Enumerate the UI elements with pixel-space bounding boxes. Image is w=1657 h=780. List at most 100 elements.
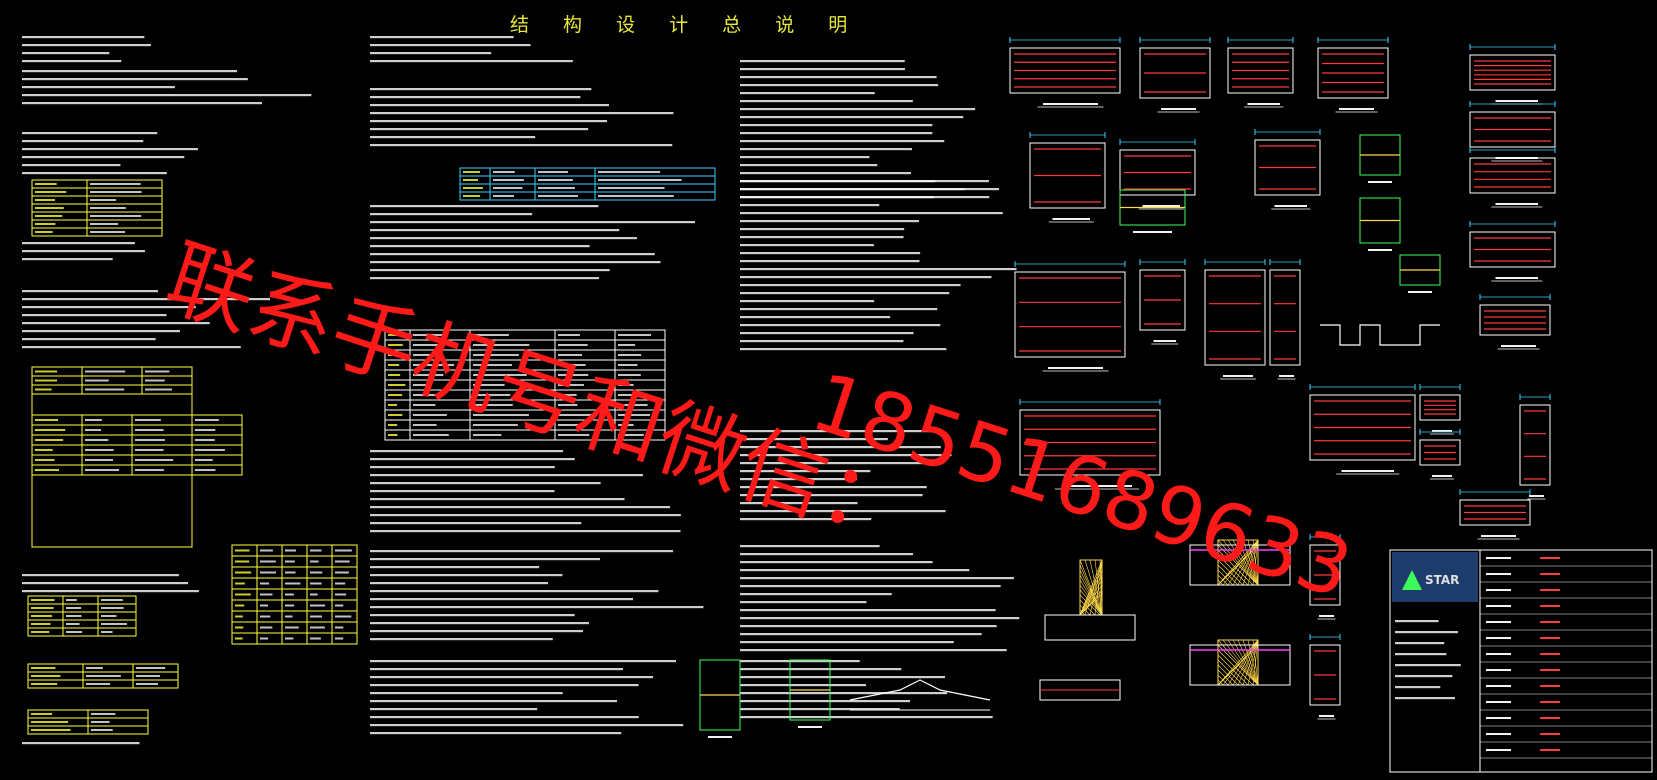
table-cell-text bbox=[101, 615, 117, 617]
detail-wall-plan-caption bbox=[1048, 367, 1103, 369]
company-logo-mark bbox=[1402, 570, 1422, 590]
detail-beam-3 bbox=[1469, 157, 1556, 194]
table-cell-text bbox=[618, 354, 642, 356]
table-cell-text bbox=[388, 414, 403, 416]
table-cell-text bbox=[310, 604, 326, 607]
table-cell-text bbox=[285, 549, 297, 552]
table-cell-text bbox=[310, 582, 322, 585]
notes-text-line bbox=[1395, 653, 1447, 656]
table-cell-text bbox=[66, 615, 82, 617]
table-cell-text bbox=[85, 469, 120, 471]
table-cell-text bbox=[473, 344, 530, 346]
detail-beam-column-1-caption bbox=[1339, 108, 1374, 110]
detail-beam-column-1 bbox=[1317, 47, 1389, 99]
notes-text-line bbox=[370, 724, 684, 727]
notes-text-line bbox=[370, 261, 661, 264]
notes-text-line bbox=[740, 684, 867, 687]
detail-small-connection-1-caption bbox=[1432, 430, 1452, 432]
table-cell-text bbox=[473, 434, 502, 436]
table-cell-text bbox=[101, 607, 124, 609]
table-cell-text bbox=[260, 626, 273, 629]
load-table bbox=[31, 179, 163, 237]
detail-hatched-beam-1-hatch-line bbox=[1242, 539, 1259, 586]
table-cell-text bbox=[335, 593, 347, 596]
notes-text-line bbox=[740, 660, 860, 663]
detail-slab-connection bbox=[1459, 499, 1531, 526]
detail-beam-1 bbox=[1469, 54, 1556, 91]
table-cell-text bbox=[260, 593, 273, 596]
table-cell-text bbox=[388, 384, 406, 386]
table-cell-text bbox=[90, 223, 119, 225]
table-cell-text bbox=[195, 469, 216, 471]
table-cell-text bbox=[388, 394, 403, 396]
notes-text-line bbox=[370, 96, 581, 99]
rebar-table-1 bbox=[27, 595, 137, 637]
title-block-label bbox=[1486, 701, 1511, 703]
title-block-value bbox=[1540, 717, 1560, 719]
notes-text-line bbox=[370, 237, 637, 240]
notes-text-line bbox=[740, 228, 905, 231]
notes-text-line bbox=[370, 269, 610, 272]
detail-beam-section-2 bbox=[1309, 644, 1341, 706]
table-cell-text bbox=[285, 571, 296, 574]
table-cell-text bbox=[413, 354, 432, 356]
table-cell-text bbox=[310, 571, 323, 574]
table-cell-text bbox=[31, 721, 69, 723]
detail-hatched-beam-2-hatch-line bbox=[1222, 639, 1259, 686]
notes-text-line bbox=[740, 196, 934, 199]
notes-text-line bbox=[740, 486, 927, 489]
drawing-title: 结 构 设 计 总 说 明 bbox=[510, 14, 862, 36]
detail-wall-section-caption bbox=[1274, 205, 1307, 207]
notes-text-line bbox=[740, 585, 1001, 588]
table-cell-text bbox=[66, 607, 82, 609]
notes-text-line bbox=[370, 622, 589, 625]
table-cell-text bbox=[31, 631, 50, 633]
notes-text-line bbox=[370, 36, 514, 39]
notes-text-line bbox=[1395, 642, 1445, 645]
table-cell-text bbox=[538, 187, 575, 189]
notes-text-line bbox=[370, 700, 618, 703]
notes-text-line bbox=[740, 462, 928, 465]
title-block-label bbox=[1486, 685, 1511, 687]
detail-small-column-caption bbox=[1153, 340, 1176, 342]
notes-text-line bbox=[22, 250, 145, 253]
table-cell-text bbox=[473, 394, 511, 396]
detail-opening-reinforcement-1-caption bbox=[1043, 103, 1098, 105]
table-cell-text bbox=[310, 549, 322, 552]
notes-text-line bbox=[370, 498, 625, 501]
title-block-label bbox=[1486, 653, 1511, 655]
table-cell-text bbox=[413, 424, 437, 426]
table-cell-text bbox=[66, 623, 80, 625]
table-cell-text bbox=[260, 604, 269, 607]
title-block-value bbox=[1540, 589, 1560, 591]
table-cell-text bbox=[388, 374, 401, 376]
table-cell-text bbox=[473, 414, 529, 416]
notes-text-line bbox=[370, 732, 622, 735]
title-block-value bbox=[1540, 621, 1560, 623]
detail-beam-outline-2 bbox=[1189, 644, 1291, 686]
table-cell-text bbox=[85, 439, 109, 441]
detail-hatched-beam-2-hatch-line bbox=[1217, 639, 1259, 686]
detail-column-side bbox=[1519, 404, 1551, 486]
lap-length-table bbox=[231, 544, 358, 645]
table-cell-text bbox=[195, 459, 213, 461]
table-cell-text bbox=[310, 637, 321, 640]
table-cell-text bbox=[473, 364, 512, 366]
notes-text-line bbox=[740, 148, 912, 151]
notes-text-line bbox=[740, 494, 923, 497]
notes-text-line bbox=[740, 502, 858, 505]
table-cell-text bbox=[101, 623, 127, 625]
notes-text-line bbox=[740, 284, 961, 287]
notes-text-line bbox=[370, 482, 601, 485]
notes-text-line bbox=[740, 236, 904, 239]
table-cell-text bbox=[91, 721, 110, 723]
notes-text-line bbox=[22, 86, 175, 89]
notes-text-line bbox=[740, 156, 870, 159]
table-cell-text bbox=[558, 374, 589, 376]
company-logo-text: STAR bbox=[1425, 573, 1459, 587]
table-cell-text bbox=[310, 626, 325, 629]
table-cell-text bbox=[136, 675, 161, 677]
table-cell-text bbox=[618, 424, 634, 426]
notes-text-line bbox=[740, 276, 992, 279]
